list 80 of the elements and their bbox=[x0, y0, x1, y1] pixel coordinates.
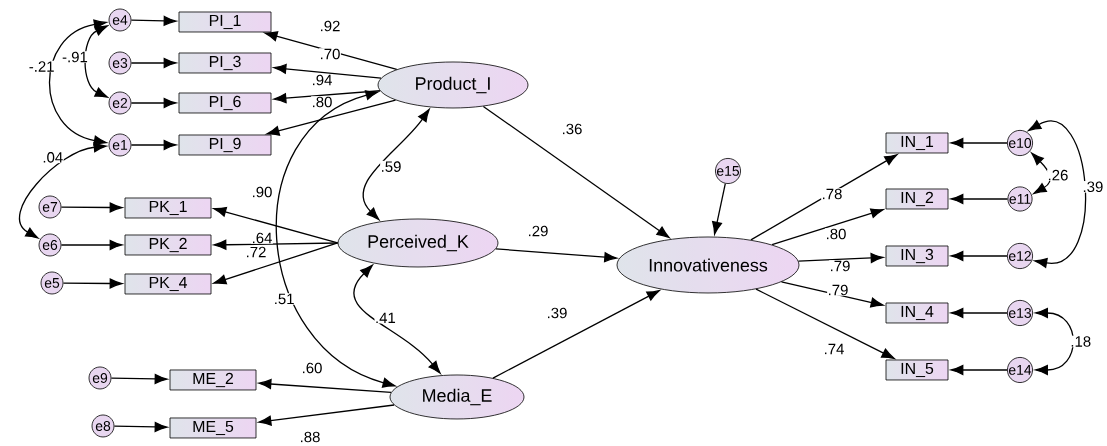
arrow bbox=[113, 421, 168, 432]
edge-label: .70 bbox=[319, 48, 341, 60]
edge-label: .39 bbox=[546, 307, 568, 319]
arrow bbox=[797, 252, 884, 263]
indicator-box: IN_3 bbox=[885, 245, 949, 267]
indicator-box: IN_4 bbox=[885, 302, 949, 324]
arrow bbox=[130, 15, 177, 26]
arrow bbox=[950, 137, 1008, 148]
arrow bbox=[273, 90, 381, 104]
arrow bbox=[750, 154, 898, 241]
arrow bbox=[130, 139, 177, 150]
edge-label: .39 bbox=[1082, 181, 1104, 193]
arrow bbox=[60, 202, 123, 213]
indicator-box: IN_5 bbox=[885, 359, 949, 381]
indicator-box: PI_1 bbox=[178, 11, 272, 33]
edge-label: .94 bbox=[311, 74, 333, 86]
edge-label: .78 bbox=[821, 188, 843, 200]
arrow bbox=[495, 248, 618, 263]
edge-label: .92 bbox=[319, 20, 341, 32]
arrow bbox=[62, 278, 123, 289]
edge-label: -.21 bbox=[28, 60, 56, 73]
edge-label: .80 bbox=[311, 96, 333, 108]
arrow bbox=[755, 288, 895, 359]
arrow bbox=[950, 250, 1008, 261]
arrow bbox=[771, 208, 884, 246]
indicator-box: PI_6 bbox=[178, 92, 272, 114]
arrow bbox=[266, 99, 397, 136]
indicator-box: IN_2 bbox=[885, 188, 949, 210]
indicator-box: ME_5 bbox=[169, 417, 257, 439]
covariance-arrow bbox=[18, 142, 107, 239]
arrow bbox=[950, 193, 1009, 204]
arrow bbox=[258, 404, 395, 426]
edge-label: .79 bbox=[829, 260, 851, 272]
indicator-box: PI_9 bbox=[178, 134, 272, 156]
indicator-box: PK_4 bbox=[124, 273, 212, 295]
edge-label: .26 bbox=[1047, 169, 1069, 181]
edge-label: .88 bbox=[299, 431, 321, 443]
arrow bbox=[482, 105, 670, 239]
covariance-arrow bbox=[1035, 307, 1074, 375]
indicator-box: IN_1 bbox=[885, 132, 949, 154]
covariance-arrow bbox=[362, 108, 430, 221]
arrow bbox=[950, 364, 1008, 375]
covariance-arrow bbox=[84, 25, 108, 98]
edge-label: .29 bbox=[527, 225, 549, 237]
edge-label: .59 bbox=[380, 160, 402, 173]
arrow bbox=[130, 97, 177, 109]
covariance-arrow bbox=[276, 90, 396, 388]
arrow bbox=[264, 31, 398, 71]
arrow bbox=[258, 379, 392, 394]
edge-label: .36 bbox=[561, 123, 583, 135]
edge-label: .74 bbox=[823, 343, 845, 355]
arrow bbox=[273, 63, 382, 79]
arrow bbox=[712, 183, 726, 235]
edge-label: .41 bbox=[374, 312, 397, 324]
arrow bbox=[110, 373, 168, 384]
indicator-box: PK_2 bbox=[124, 234, 212, 256]
edge-label: .79 bbox=[827, 284, 849, 296]
edge-label: .80 bbox=[825, 228, 847, 240]
arrow bbox=[60, 239, 123, 250]
arrow bbox=[130, 57, 177, 69]
indicator-box: PK_1 bbox=[124, 197, 212, 219]
arrow bbox=[950, 307, 1008, 318]
covariance-arrow bbox=[1028, 120, 1086, 268]
covariance-arrow bbox=[1031, 152, 1051, 194]
edge-label: .72 bbox=[245, 246, 267, 258]
edge-label: .64 bbox=[251, 232, 273, 244]
edge-label: .18 bbox=[1069, 335, 1092, 348]
edge-label: .04 bbox=[41, 151, 64, 164]
covariance-arrow bbox=[353, 264, 441, 374]
edge-label: .90 bbox=[251, 186, 273, 198]
edge-label: .51 bbox=[273, 293, 295, 305]
edge-label: .60 bbox=[301, 362, 323, 374]
arrow bbox=[213, 242, 339, 285]
covariance-arrow bbox=[48, 19, 107, 146]
edge-label: -.91 bbox=[61, 51, 89, 63]
indicator-box: PI_3 bbox=[178, 52, 272, 74]
arrow bbox=[492, 290, 660, 379]
indicator-box: ME_2 bbox=[169, 369, 257, 391]
arrow bbox=[213, 239, 339, 250]
arrow bbox=[780, 281, 884, 308]
